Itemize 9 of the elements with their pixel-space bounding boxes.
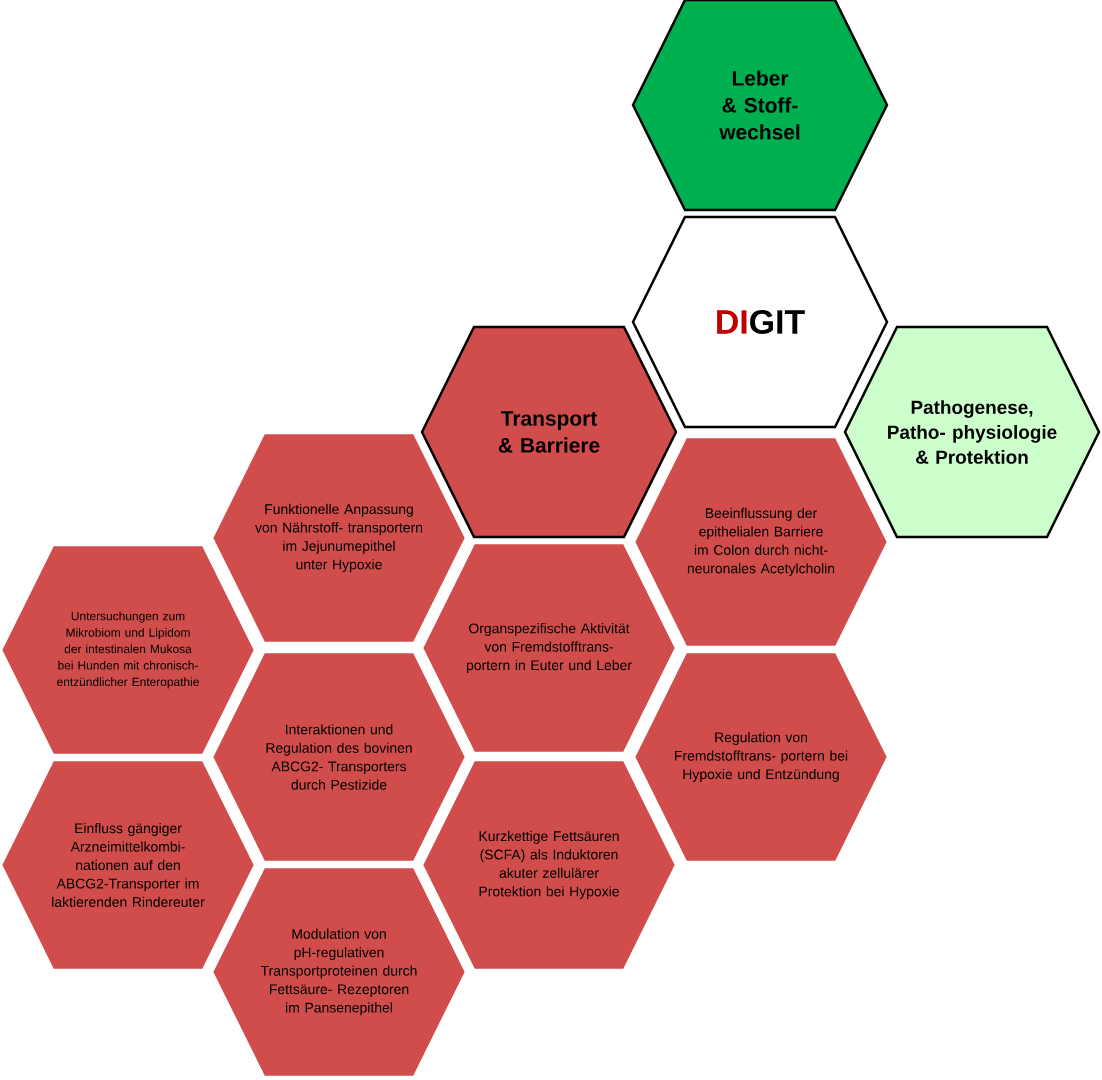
hexagon: Untersuchungen zum Mikrobiom und Lipidom der intestinalen Mukosa bei Hunden mit chronisch- entzündlicher Enteropathie xyxy=(0,543,257,757)
hexagon: Einfluss gängiger Arzneimittelkombi- nationen auf den ABCG2-Transporter im laktierenden Rindereuter xyxy=(0,758,257,972)
hexagon: Interaktionen und Regulation des bovinen ABCG2- Transporters durch Pestizide xyxy=(210,650,468,864)
hexagon: Pathogenese, Patho- physiologie & Protektion xyxy=(843,325,1101,539)
hexagon: DIGIT xyxy=(631,215,889,429)
hexagon: Funktionelle Anpassung von Nährstoff- transportern im Jejunumepithel unter Hypoxie xyxy=(210,431,468,645)
hexagon: Regulation von Fremdstofftrans- portern bei Hypoxie und Entzündung xyxy=(632,650,890,864)
hexagon: Leber & Stoff- wechsel xyxy=(631,0,889,212)
hexagon: Modulation von pH-regulativen Transportproteinen durch Fettsäure- Rezeptoren im Pansenepithel xyxy=(210,865,468,1079)
